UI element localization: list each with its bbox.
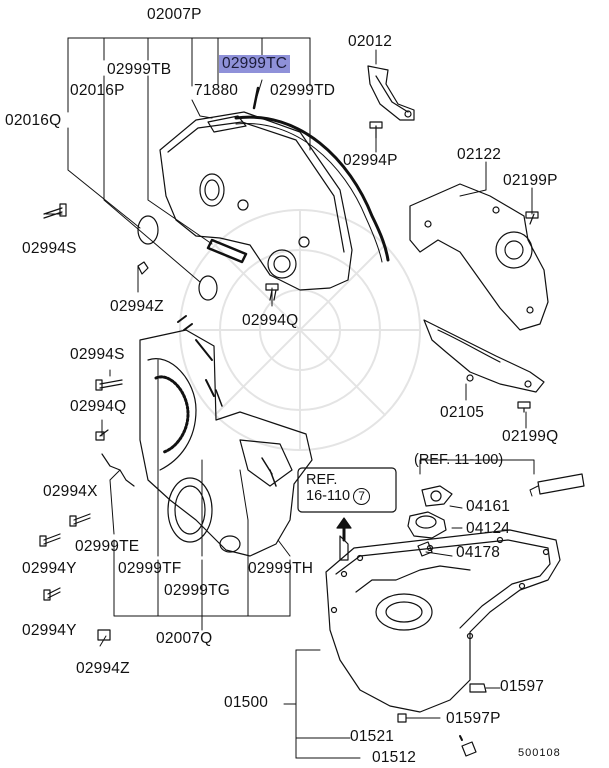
- label-02999TB[interactable]: 02999TB: [107, 61, 172, 78]
- ref-circle-number: 7: [353, 488, 371, 505]
- plate-02122-shape: [409, 183, 549, 331]
- plate-02105-shape: [423, 319, 545, 393]
- oil-filler-parts: [407, 459, 585, 557]
- label-02999TC-highlighted[interactable]: 02999TC: [219, 55, 291, 73]
- label-02994S-upper[interactable]: 02994S: [22, 240, 77, 257]
- label-01597[interactable]: 01597: [500, 678, 545, 695]
- label-02994S-lower[interactable]: 02994S: [70, 346, 125, 363]
- label-02994Z-upper[interactable]: 02994Z: [110, 298, 164, 315]
- label-02007P[interactable]: 02007P: [147, 6, 202, 23]
- label-04161[interactable]: 04161: [466, 498, 511, 515]
- label-02007Q[interactable]: 02007Q: [156, 630, 213, 647]
- lower-timing-cover: [139, 315, 313, 557]
- label-02994X[interactable]: 02994X: [43, 483, 98, 500]
- oil-pan-shape: [325, 529, 561, 757]
- label-02999TF[interactable]: 02999TF: [118, 560, 182, 577]
- label-02105[interactable]: 02105: [440, 404, 485, 421]
- label-71880[interactable]: 71880: [194, 82, 239, 99]
- label-02999TH[interactable]: 02999TH: [248, 560, 314, 577]
- ref-note-line2: 16-110: [306, 488, 351, 504]
- label-02994Y-lower[interactable]: 02994Y: [22, 622, 77, 639]
- plug-02016P-shape: [198, 275, 218, 301]
- label-02999TE[interactable]: 02999TE: [75, 538, 140, 555]
- label-02994Q-upper[interactable]: 02994Q: [242, 312, 299, 329]
- label-02999TG[interactable]: 02999TG: [164, 582, 231, 599]
- upper-timing-cover: [159, 86, 390, 291]
- label-02994Q-lower[interactable]: 02994Q: [70, 398, 127, 415]
- watermark-emblem: [179, 209, 421, 451]
- label-02016P[interactable]: 02016P: [70, 82, 125, 99]
- ref-note-11-100[interactable]: (REF. 11-100): [414, 452, 504, 468]
- label-02994P[interactable]: 02994P: [343, 152, 398, 169]
- label-02012[interactable]: 02012: [348, 33, 393, 50]
- label-02199Q[interactable]: 02199Q: [502, 428, 559, 445]
- label-01597P[interactable]: 01597P: [446, 710, 501, 727]
- label-02199P[interactable]: 02199P: [503, 172, 558, 189]
- label-02016Q[interactable]: 02016Q: [5, 112, 62, 129]
- ref-note-line1: REF.: [306, 472, 338, 488]
- label-01500[interactable]: 01500: [224, 694, 269, 711]
- ref-arrow: [336, 517, 352, 561]
- label-02994Z-lower[interactable]: 02994Z: [76, 660, 130, 677]
- drawing-code: 500108: [518, 747, 561, 759]
- bracket-02012-shape: [367, 65, 415, 121]
- lower-left-bolts: [39, 379, 135, 641]
- label-01512[interactable]: 01512: [372, 749, 417, 766]
- label-02122[interactable]: 02122: [457, 146, 502, 163]
- label-04178[interactable]: 04178: [456, 544, 501, 561]
- ref-box-frame: [297, 467, 397, 513]
- upper-bolts: [43, 121, 539, 413]
- leader-lines: [45, 37, 533, 759]
- plug-02016Q-shape: [137, 215, 159, 245]
- label-02994Y-upper[interactable]: 02994Y: [22, 560, 77, 577]
- label-04124[interactable]: 04124: [466, 520, 511, 537]
- label-02999TD[interactable]: 02999TD: [270, 82, 336, 99]
- label-01521[interactable]: 01521: [350, 728, 395, 745]
